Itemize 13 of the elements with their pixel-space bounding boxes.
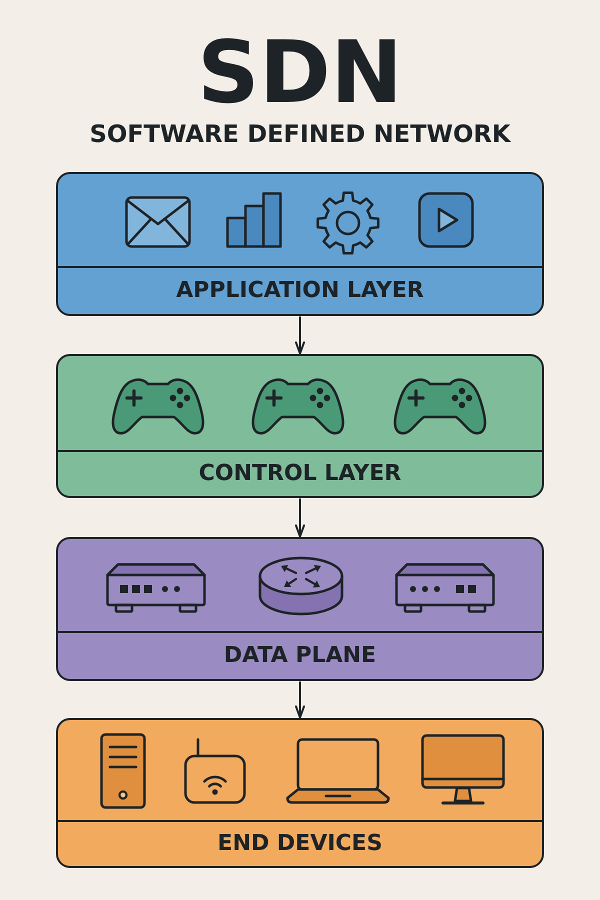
arrow <box>295 682 305 718</box>
arrow <box>295 316 305 354</box>
layer-panel <box>56 354 544 498</box>
layer-label: APPLICATION LAYER <box>176 278 424 304</box>
arrow <box>295 498 305 538</box>
title: SDN <box>197 30 403 116</box>
subtitle: SOFTWARE DEFINED NETWORK <box>90 122 510 146</box>
layer-panel <box>56 537 544 681</box>
layer-panel <box>56 718 544 868</box>
layer-label: CONTROL LAYER <box>198 462 402 486</box>
layer-label: END DEVICES <box>218 832 382 856</box>
layer-panel <box>56 172 544 316</box>
layer-label: DATA PLANE <box>224 644 376 668</box>
